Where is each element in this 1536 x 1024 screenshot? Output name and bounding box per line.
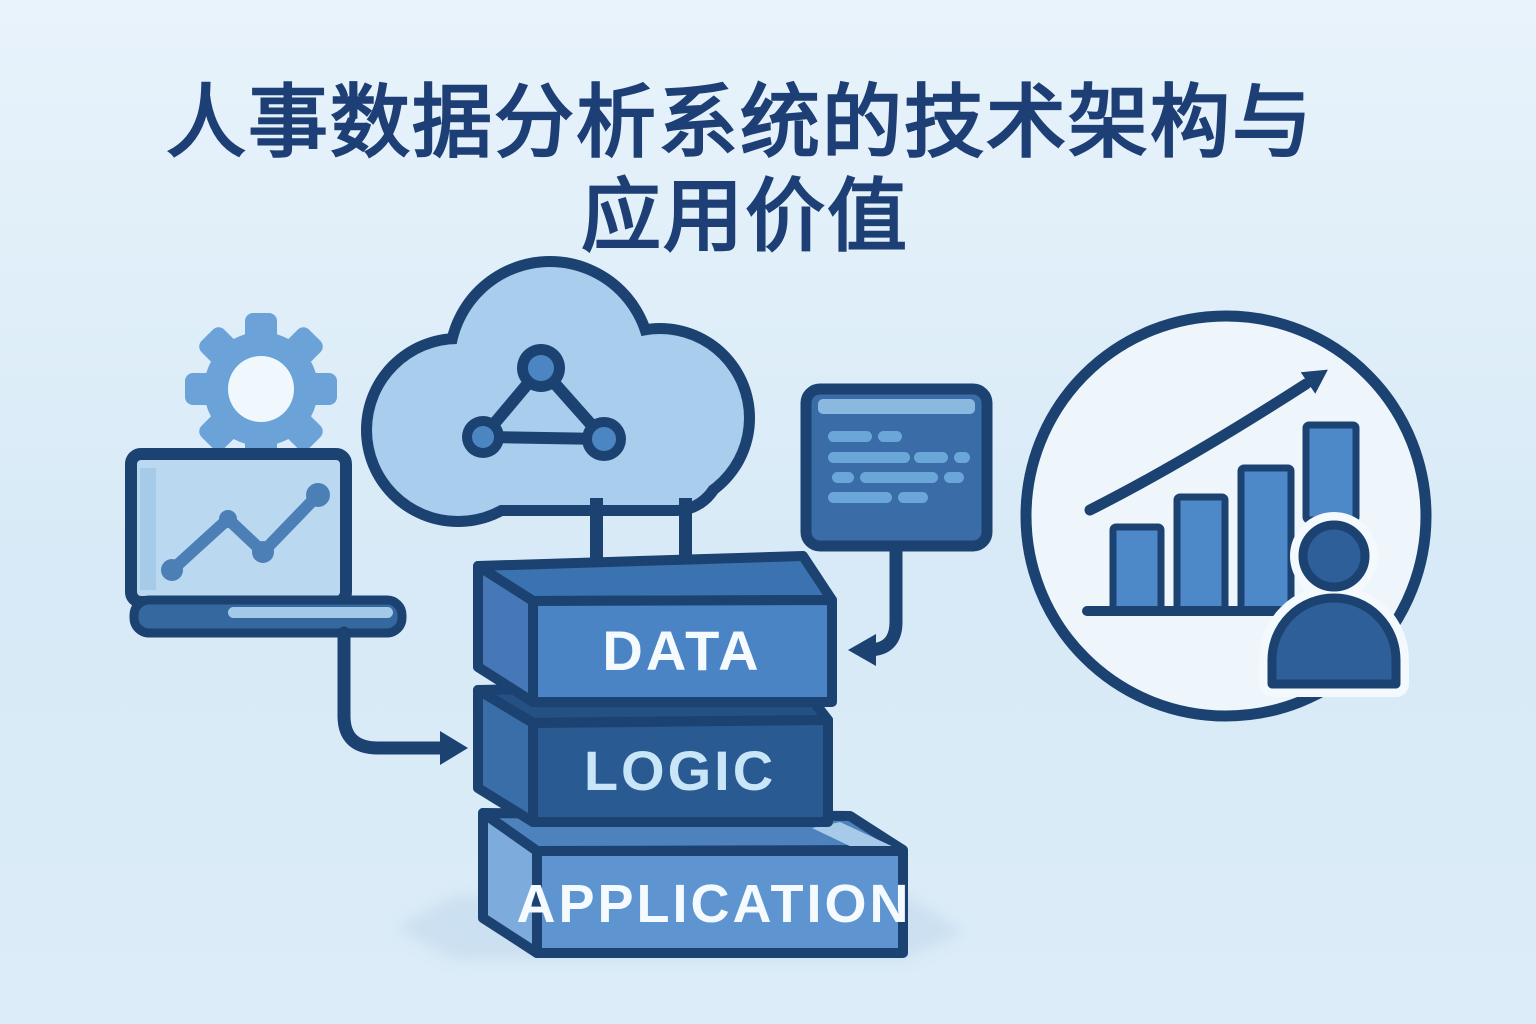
application-top-highlight bbox=[812, 822, 898, 849]
code-window-titlebar bbox=[818, 399, 975, 414]
person-head bbox=[1298, 520, 1370, 592]
application-front-face bbox=[532, 846, 908, 958]
gear-hole bbox=[228, 356, 294, 422]
page-title-line-1: 人事数据分析系统的技术架构与 bbox=[166, 78, 1314, 167]
growth-arrow-icon bbox=[1084, 369, 1328, 516]
cloud-connector-right bbox=[679, 498, 692, 566]
laptop-base-highlight bbox=[228, 607, 393, 618]
flow-arrow-laptop-to-stack bbox=[337, 626, 468, 765]
flow-arrow-code-to-stack bbox=[848, 541, 903, 666]
code-lines bbox=[828, 431, 970, 503]
stack-label-application: APPLICATION bbox=[517, 874, 912, 934]
growth-analytics-circle-icon bbox=[1020, 310, 1432, 722]
stack-layer-application bbox=[478, 808, 908, 958]
code-window-icon bbox=[800, 383, 993, 552]
screen-edge-shade bbox=[140, 468, 156, 590]
person-body bbox=[1267, 593, 1401, 689]
bar-2 bbox=[1173, 493, 1229, 614]
logic-front-face bbox=[528, 715, 833, 827]
line-chart-icon bbox=[161, 483, 330, 581]
laptop-line-chart-icon bbox=[125, 448, 407, 638]
page-title-line-2: 应用价值 bbox=[581, 172, 909, 261]
arrowhead bbox=[1300, 369, 1328, 394]
arrowhead bbox=[848, 634, 876, 666]
network-triangle-icon bbox=[462, 344, 626, 461]
bar-3 bbox=[1237, 464, 1295, 614]
gear-icon bbox=[185, 313, 337, 465]
bar-chart-icon bbox=[1109, 421, 1360, 614]
bar-4 bbox=[1302, 421, 1360, 524]
data-front-face bbox=[528, 595, 837, 707]
stack-label-logic: LOGIC bbox=[584, 739, 776, 802]
stack-label-data: DATA bbox=[602, 619, 761, 682]
arrowhead bbox=[440, 731, 468, 765]
network-nodes bbox=[462, 344, 626, 461]
cloud-connector-left bbox=[590, 498, 603, 570]
stack-diagram bbox=[473, 551, 908, 958]
stack-layer-data bbox=[473, 551, 837, 707]
cloud-network-icon bbox=[361, 256, 755, 570]
bar-1 bbox=[1109, 523, 1165, 614]
person-icon bbox=[1267, 520, 1401, 689]
